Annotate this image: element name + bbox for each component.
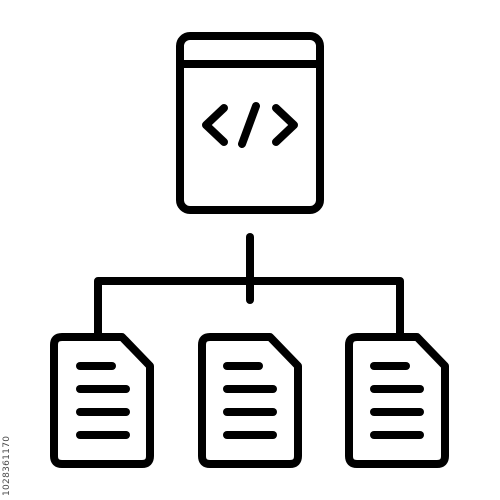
code-window-icon xyxy=(176,32,324,214)
document-middle-page xyxy=(198,333,302,468)
code-window-frame xyxy=(176,32,324,214)
hierarchy-connector xyxy=(94,233,404,338)
code-right-angle-icon xyxy=(272,104,298,146)
document-left-icon xyxy=(50,333,154,468)
document-right-page xyxy=(345,333,449,468)
document-left-page xyxy=(50,333,154,468)
connector-branches xyxy=(94,277,404,338)
stock-id-watermark: 1028361170 xyxy=(2,435,12,496)
code-left-angle-icon xyxy=(202,104,228,146)
code-slash-icon xyxy=(238,102,260,148)
document-middle-icon xyxy=(198,333,302,468)
document-right-icon xyxy=(345,333,449,468)
